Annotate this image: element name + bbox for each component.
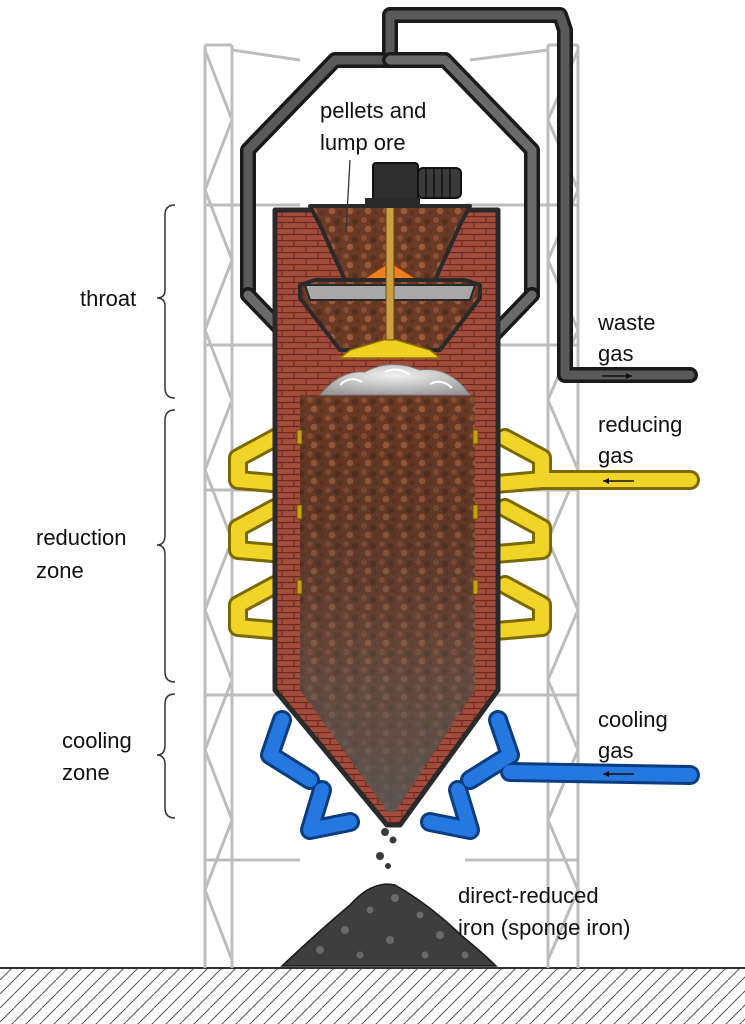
cooling-gas-label-line-1: cooling	[598, 707, 668, 732]
feed-label-line-1: pellets and	[320, 98, 426, 123]
cooling-zone-label: cooling zone	[62, 728, 138, 785]
reducing-gas-label: reducing gas	[598, 412, 689, 468]
zone-brackets	[157, 205, 175, 818]
reduction-zone-label-line-1: reduction	[36, 525, 127, 550]
cooling-gas-label: cooling gas	[598, 707, 674, 763]
falling-sponge-iron	[376, 828, 397, 869]
motor-icon	[365, 163, 461, 208]
throat-label: throat	[80, 286, 136, 311]
reducing-gas-label-line-1: reducing	[598, 412, 682, 437]
waste-gas-label: waste gas	[597, 310, 662, 366]
ground	[0, 968, 745, 1024]
feed-label-line-2: lump ore	[320, 130, 406, 155]
cooling-zone-label-line-2: zone	[62, 760, 110, 785]
product-label-line-1: direct-reduced	[458, 883, 599, 908]
waste-gas-label-line-2: gas	[598, 341, 633, 366]
throat-bracket	[157, 205, 175, 398]
cooling-gas-label-line-2: gas	[598, 738, 633, 763]
reduction-zone-label-line-2: zone	[36, 558, 84, 583]
reduction-zone-bracket	[157, 410, 175, 682]
feed-label: pellets and lump ore	[320, 98, 433, 155]
distributor-shaft	[386, 200, 394, 340]
reducing-gas-label-line-2: gas	[598, 443, 633, 468]
cooling-zone-bracket	[157, 694, 175, 818]
product-label-line-2: iron (sponge iron)	[458, 915, 630, 940]
cooling-zone-label-line-1: cooling	[62, 728, 132, 753]
waste-gas-label-line-1: waste	[597, 310, 655, 335]
product-label: direct-reduced iron (sponge iron)	[458, 883, 630, 940]
reduction-zone-label: reduction zone	[36, 525, 133, 583]
